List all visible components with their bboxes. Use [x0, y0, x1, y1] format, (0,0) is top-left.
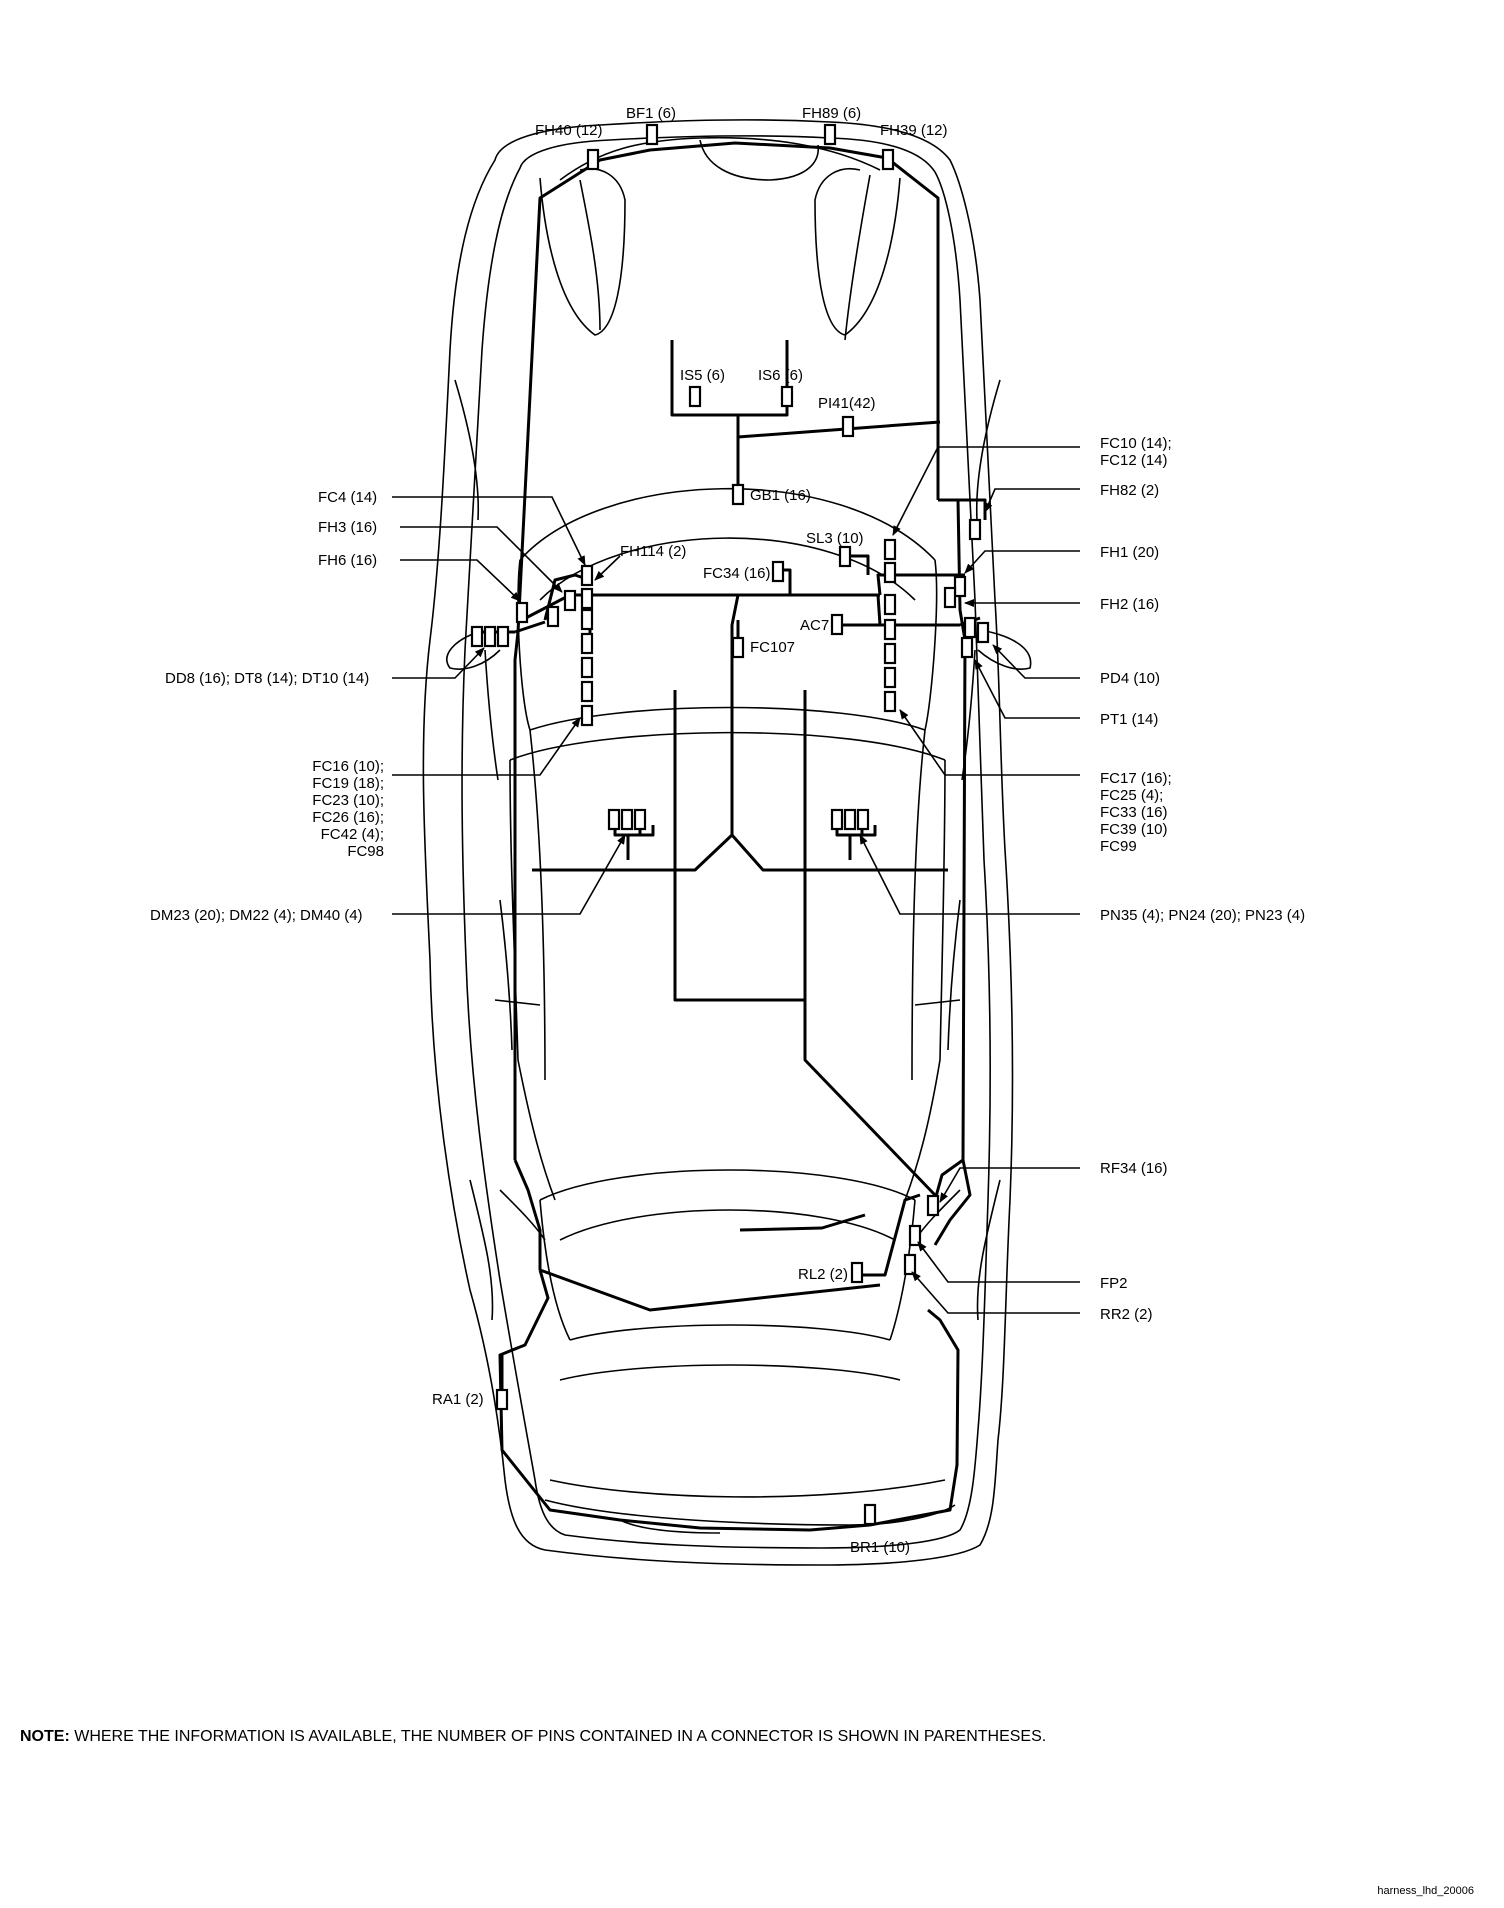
connector-pn35-b [843, 808, 857, 831]
connector-fc16-2 [580, 632, 594, 655]
connector-fc16-4 [580, 680, 594, 703]
label-rl2: RL2 (2) [798, 1266, 848, 1283]
connector-ra1 [495, 1388, 509, 1411]
label-pd4: PD4 (10) [1100, 670, 1160, 687]
label-fc17: FC17 (16); FC25 (4); FC33 (16) FC39 (10)… [1100, 770, 1172, 855]
label-fh39: FH39 (12) [880, 122, 948, 139]
label-ra1: RA1 (2) [432, 1391, 484, 1408]
car-body-outline [422, 119, 1032, 1566]
figure-id: harness_lhd_20006 [1377, 1885, 1474, 1897]
connector-fc107 [731, 636, 745, 659]
label-fh6: FH6 (16) [318, 552, 377, 569]
label-pt1: PT1 (14) [1100, 711, 1158, 728]
label-fc107: FC107 [750, 639, 795, 656]
connector-fc16-5 [580, 704, 594, 727]
connector-labels: FH40 (12) BF1 (6) FH89 (6) FH39 (12) IS5… [150, 105, 1305, 1556]
footnote: NOTE: WHERE THE INFORMATION IS AVAILABLE… [20, 1728, 1046, 1746]
label-dm23: DM23 (20); DM22 (4); DM40 (4) [150, 907, 363, 924]
label-fh3: FH3 (16) [318, 519, 377, 536]
connector-pt1 [960, 636, 974, 659]
label-fh1: FH1 (20) [1100, 544, 1159, 561]
label-dd8: DD8 (16); DT8 (14); DT10 (14) [165, 670, 369, 687]
connector-pd4b [976, 621, 990, 644]
connector-fc16-3 [580, 656, 594, 679]
label-sl3: SL3 (10) [806, 530, 864, 547]
connector-is5 [688, 385, 702, 408]
connector-fh40 [586, 148, 600, 171]
connector-fh89 [823, 123, 837, 146]
connector-fh82 [968, 518, 982, 541]
connector-dm23-a [607, 808, 621, 831]
label-br1: BR1 (10) [850, 1539, 910, 1556]
label-fc10: FC10 (14); FC12 (14) [1100, 435, 1172, 469]
label-fh82: FH82 (2) [1100, 482, 1159, 499]
label-rf34: RF34 (16) [1100, 1160, 1168, 1177]
connector-dd8b [483, 625, 497, 648]
label-is6: IS6 (6) [758, 367, 803, 384]
label-fc34: FC34 (16) [703, 565, 771, 582]
connector-fh39 [881, 148, 895, 171]
label-gb1: GB1 (16) [750, 487, 811, 504]
connector-pd4a [963, 616, 977, 639]
footnote-text: WHERE THE INFORMATION IS AVAILABLE, THE … [69, 1728, 1047, 1745]
harness-wiring [480, 141, 987, 1532]
connector-br1 [863, 1503, 877, 1526]
label-fh2: FH2 (16) [1100, 596, 1159, 613]
label-pn35: PN35 (4); PN24 (20); PN23 (4) [1100, 907, 1305, 924]
connector-pi41 [841, 415, 855, 438]
connector-pn35-c [856, 808, 870, 831]
label-fh114: FH114 (2) [620, 543, 686, 560]
connector-dm23-b [620, 808, 634, 831]
connectors [470, 123, 990, 1526]
connector-fc34 [771, 560, 785, 583]
connector-rr2 [903, 1253, 917, 1276]
leader-lines [392, 446, 1080, 1314]
label-pi41: PI41(42) [818, 395, 876, 412]
connector-dm23-c [633, 808, 647, 831]
connector-sl3 [838, 545, 852, 568]
connector-pn35-a [830, 808, 844, 831]
label-ac7: AC7 [800, 617, 829, 634]
connector-fc16-1 [580, 608, 594, 631]
connector-dd8c [496, 625, 510, 648]
connector-fh2 [943, 586, 957, 609]
label-is5: IS5 (6) [680, 367, 725, 384]
connector-fh3 [563, 589, 577, 612]
connector-fc17-2 [883, 642, 897, 665]
connector-gb1 [731, 483, 745, 506]
label-fc4: FC4 (14) [318, 489, 377, 506]
connector-rf34 [926, 1194, 940, 1217]
label-fp2: FP2 [1100, 1275, 1128, 1292]
label-rr2: RR2 (2) [1100, 1306, 1153, 1323]
label-bf1: BF1 (6) [626, 105, 676, 122]
connector-fc17-3 [883, 666, 897, 689]
connector-fh1 [953, 575, 967, 598]
connector-fh6b [515, 601, 529, 624]
label-fh40: FH40 (12) [535, 122, 603, 139]
connector-ac7 [830, 613, 844, 636]
connector-fc17-1 [883, 618, 897, 641]
connector-fh1b [883, 593, 897, 616]
connector-fc4 [580, 564, 594, 587]
connector-fc17-4 [883, 690, 897, 713]
footnote-prefix: NOTE: [20, 1728, 70, 1745]
connector-fh1a [883, 561, 897, 584]
connector-fc10 [883, 538, 897, 561]
connector-fh6 [546, 605, 560, 628]
connector-is6 [780, 385, 794, 408]
connector-fh114a [580, 587, 594, 610]
connector-fp2 [908, 1224, 922, 1247]
label-fh89: FH89 (6) [802, 105, 861, 122]
connector-rl2 [850, 1261, 864, 1284]
connector-bf1 [645, 123, 659, 146]
label-fc16: FC16 (10); FC19 (18); FC23 (10); FC26 (1… [312, 758, 384, 860]
connector-dd8a [470, 625, 484, 648]
